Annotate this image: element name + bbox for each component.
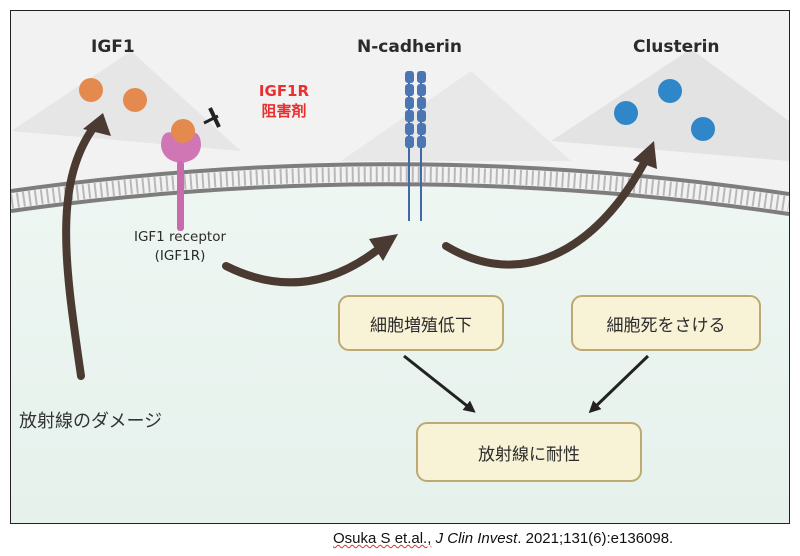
- ncadherin-to-clusterin-arrow: [442, 159, 648, 269]
- inhibitor-label: IGF1R 阻害剤: [249, 81, 319, 121]
- box-proliferation: 細胞増殖低下: [338, 295, 504, 351]
- inhibitor-label-line2: 阻害剤: [261, 102, 307, 120]
- mountain-right: [551, 49, 789, 161]
- cell-membrane: [11, 162, 789, 216]
- avoid-death-to-resistance-arrow: [588, 354, 650, 414]
- diagram-frame: IGF1 N-cadherin Clusterin IGF1R 阻害剤 IGF1…: [10, 10, 790, 524]
- inhibitor-label-line1: IGF1R: [258, 82, 310, 100]
- receptor-label-line2: (IGF1R): [154, 248, 206, 264]
- clusterin-ball: [614, 101, 638, 125]
- receptor-label-line1: IGF1 receptor: [133, 229, 227, 245]
- box-avoid-death: 細胞死をさける: [571, 295, 761, 351]
- clusterin-label: Clusterin: [633, 37, 720, 57]
- box-resistance: 放射線に耐性: [416, 422, 642, 482]
- clusterin-ball: [691, 117, 715, 141]
- citation-authors: Osuka S et.al.,: [333, 530, 432, 547]
- igf1-label: IGF1: [91, 37, 135, 57]
- ncadherin-molecule: [405, 71, 426, 221]
- citation-journal: J Clin Invest: [435, 530, 518, 547]
- receptor-label: IGF1 receptor (IGF1R): [115, 228, 245, 266]
- ncadherin-label: N-cadherin: [357, 37, 462, 57]
- proliferation-to-resistance-arrow: [403, 354, 476, 413]
- igf1-ball: [123, 88, 147, 112]
- clusterin-ball: [658, 79, 682, 103]
- citation: Osuka S et.al., J Clin Invest. 2021;131(…: [333, 530, 673, 547]
- inhibitor-symbol: [203, 107, 221, 128]
- ncadherin-to-clusterin-arrow-head: [633, 141, 657, 169]
- radiation-damage-label: 放射線のダメージ: [19, 411, 163, 432]
- damage-arrow-head: [83, 113, 111, 136]
- citation-details: . 2021;131(6):e136098.: [517, 530, 674, 547]
- damage-arrow: [62, 119, 101, 380]
- receptor-to-ncadherin-arrow: [222, 247, 380, 287]
- diagram-canvas: [11, 49, 789, 523]
- mountain-center: [341, 71, 571, 161]
- receptor-to-ncadherin-arrow-head: [369, 234, 398, 261]
- igf1-ball: [79, 78, 103, 102]
- igf1-receptor: [161, 119, 201, 231]
